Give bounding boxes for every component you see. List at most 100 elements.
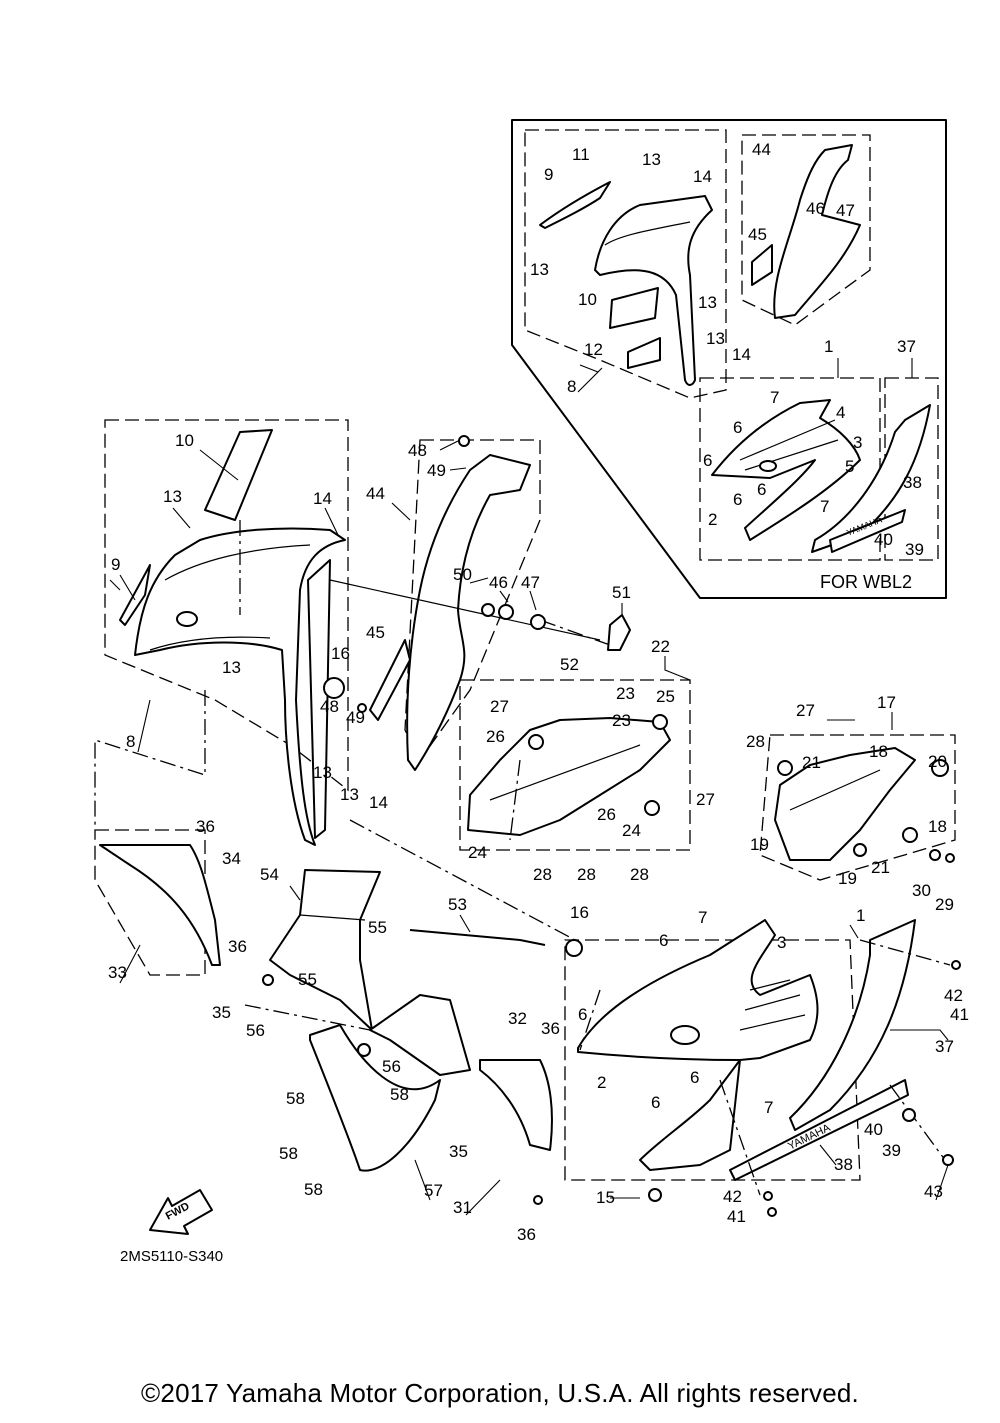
callout-25: 25 [656,687,675,706]
callout-11: 11 [572,145,590,164]
callout-10: 10 [578,290,597,309]
callout-49: 49 [346,708,365,727]
leader-lines [109,358,949,1216]
callout-52: 52 [560,655,579,674]
callout-27: 27 [796,701,815,720]
callout-53: 53 [448,895,467,914]
callout-36: 36 [541,1019,560,1038]
callout-13: 13 [530,260,549,279]
callout-23: 23 [616,684,635,703]
callout-18: 18 [869,742,888,761]
callout-35: 35 [449,1142,468,1161]
callout-28: 28 [746,732,765,751]
callout-28: 28 [533,865,552,884]
side-panel-assembly [329,439,601,771]
callout-45: 45 [748,225,767,244]
callout-37: 37 [935,1037,954,1056]
callout-54: 54 [260,865,279,884]
callout-2: 2 [708,510,717,529]
callout-13: 13 [340,785,359,804]
callout-48: 48 [320,697,339,716]
callout-48: 48 [408,441,427,460]
callout-43: 43 [924,1182,943,1201]
callout-38: 38 [903,473,922,492]
callout-47: 47 [521,573,540,592]
callout-58: 58 [304,1180,323,1199]
callout-34: 34 [222,849,241,868]
callout-8: 8 [567,377,576,396]
callout-6: 6 [690,1068,699,1087]
callout-32: 32 [508,1009,527,1028]
callout-38: 38 [834,1155,853,1174]
callout-56: 56 [246,1021,265,1040]
main-side-cowl: YAMAHA [564,919,916,1181]
callout-9: 9 [111,555,120,574]
callout-28: 28 [630,865,649,884]
callout-47: 47 [836,201,855,220]
fasteners [262,435,961,1217]
callout-55: 55 [298,970,317,989]
callout-6: 6 [733,418,742,437]
callout-16: 16 [570,903,589,922]
callout-36: 36 [196,817,215,836]
callout-46: 46 [806,199,825,218]
callout-12: 12 [584,340,603,359]
callout-6: 6 [578,1005,587,1024]
callout-24: 24 [622,821,641,840]
callout-50: 50 [453,565,472,584]
callout-26: 26 [597,805,616,824]
callout-6: 6 [659,931,668,950]
callout-13: 13 [313,763,332,782]
callout-3: 3 [853,433,862,452]
callout-29: 29 [935,895,954,914]
callout-20: 20 [928,752,947,771]
callout-58: 58 [390,1085,409,1104]
callout-6: 6 [651,1093,660,1112]
callout-6: 6 [757,480,766,499]
callout-21: 21 [871,858,890,877]
callout-37: 37 [897,337,916,356]
forward-direction-arrow: FWD [149,1189,213,1235]
callout-51: 51 [612,583,631,602]
callout-18: 18 [928,817,947,836]
callout-39: 39 [882,1141,901,1160]
callout-2: 2 [597,1073,606,1092]
callout-13: 13 [222,658,241,677]
callout-15: 15 [596,1188,615,1207]
callout-4: 4 [836,403,845,422]
callout-7: 7 [764,1098,773,1117]
callout-42: 42 [944,986,963,1005]
callout-7: 7 [698,908,707,927]
callout-1: 1 [856,906,865,925]
callout-58: 58 [279,1144,298,1163]
callout-14: 14 [693,167,712,186]
callout-40: 40 [864,1120,883,1139]
callout-7: 7 [770,388,779,407]
callout-58: 58 [286,1089,305,1108]
callout-30: 30 [912,881,931,900]
callout-36: 36 [228,937,247,956]
assembly-lines [94,520,951,1196]
callout-9: 9 [544,165,553,184]
callout-22: 22 [651,637,670,656]
callout-13: 13 [642,150,661,169]
callout-45: 45 [366,623,385,642]
lower-front-panel [94,829,221,976]
callout-23: 23 [612,711,631,730]
callout-6: 6 [703,451,712,470]
callout-41: 41 [727,1207,746,1226]
upper-fairing-assembly [104,419,349,846]
callout-16: 16 [331,644,350,663]
callout-13: 13 [698,293,717,312]
center-bracket-assembly [309,929,553,1172]
callout-27: 27 [490,697,509,716]
callout-42: 42 [723,1187,742,1206]
callout-1: 1 [824,337,833,356]
callout-36: 36 [517,1225,536,1244]
callout-28: 28 [577,865,596,884]
callout-13: 13 [706,329,725,348]
callout-8: 8 [126,732,135,751]
callout-33: 33 [108,963,127,982]
callout-27: 27 [696,790,715,809]
